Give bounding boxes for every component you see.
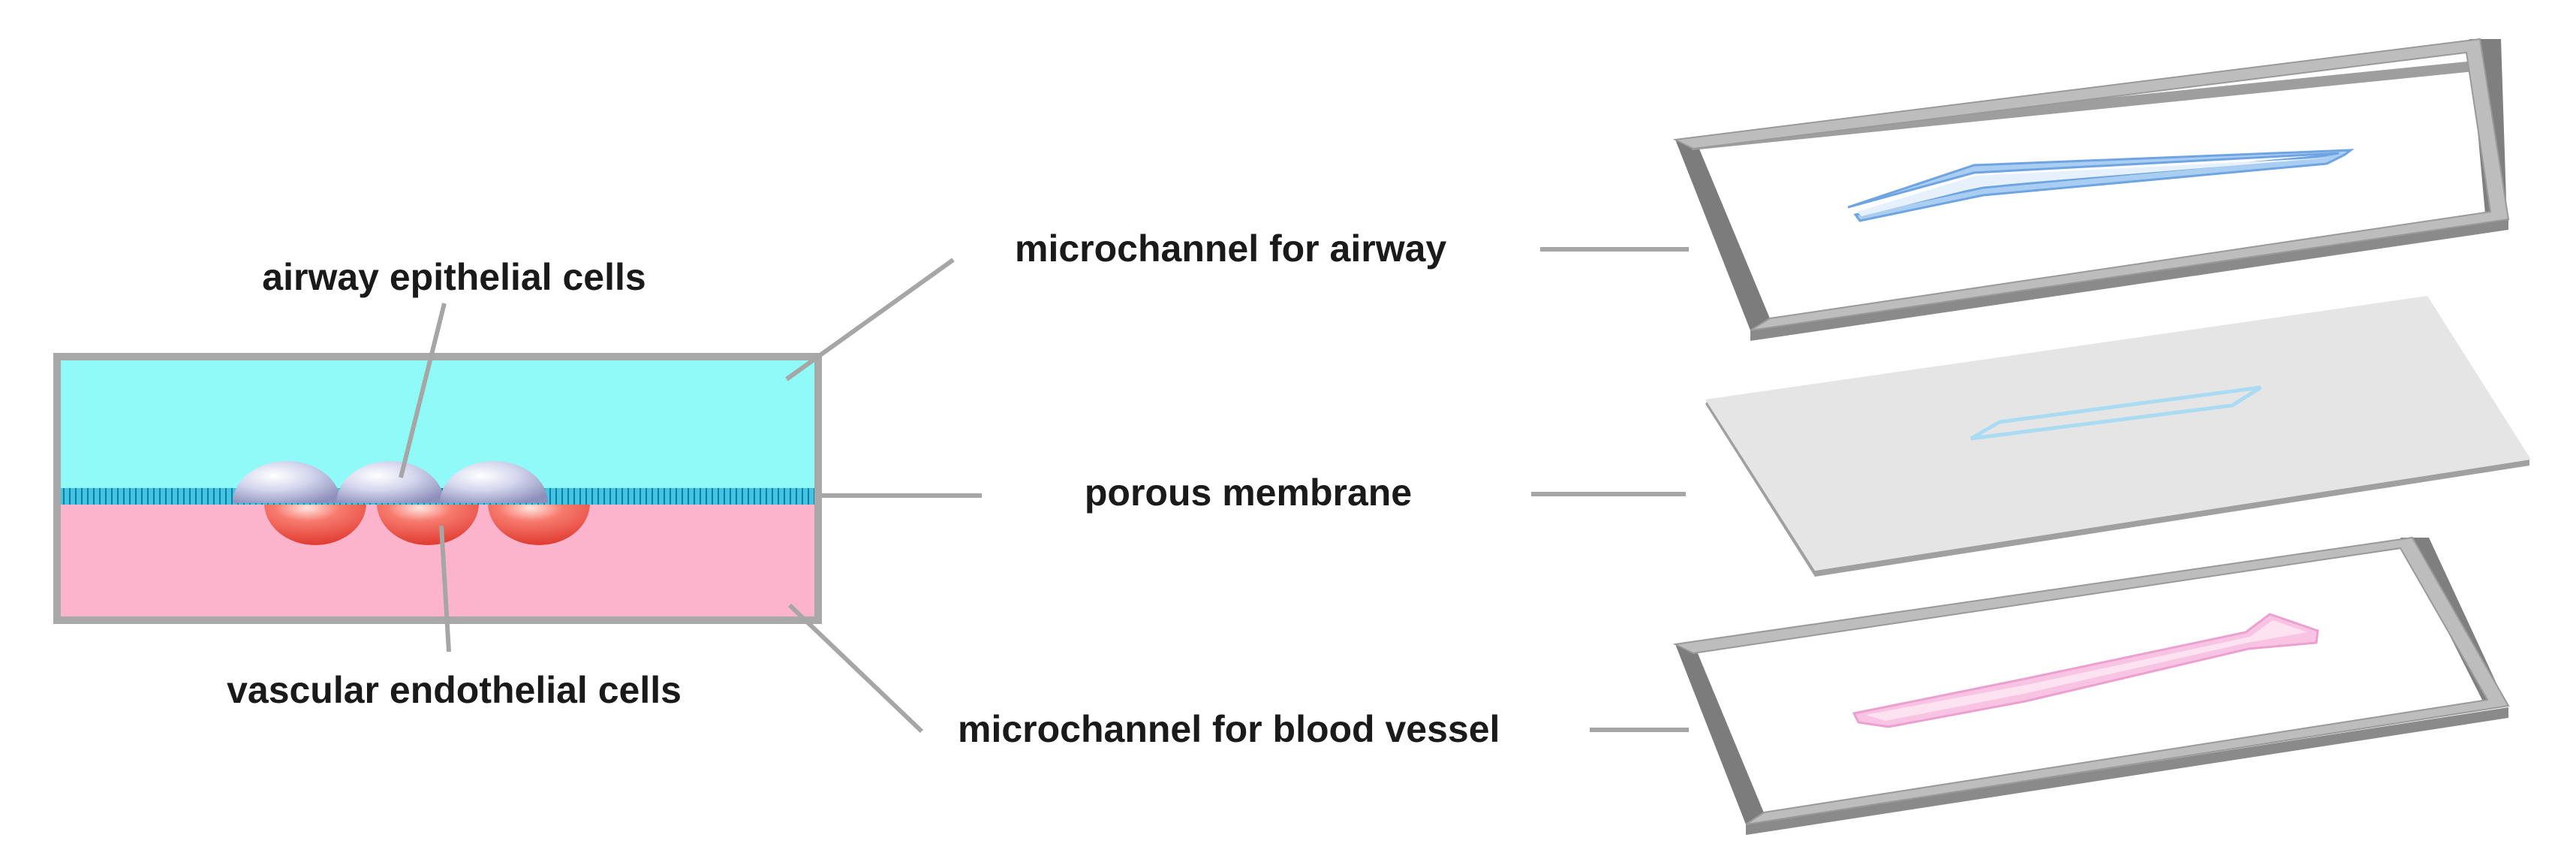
tray-wall-bottom [1746,707,2508,835]
airway-channel [57,357,818,496]
epithelial-cell [233,461,341,503]
endothelial-leader-line [439,525,451,653]
tray-wall-left [1675,138,1770,330]
membrane-channel-outline [1970,385,2262,441]
membrane-edge [1705,399,2529,577]
airway-microchannel [1847,149,2355,222]
endothelial-cell [488,503,590,545]
endothelial-cells [264,503,590,545]
airway-layer [1672,38,2510,341]
membrane-layer [1705,296,2531,577]
tray-frame-top [1672,38,2510,331]
tray-base [1692,59,2496,150]
vascular-endothelial-cells-label: vascular endothelial cells [227,669,682,711]
blood-leader-line [787,603,924,734]
cross-section-frame [53,353,822,624]
endothelial-cell [264,503,366,545]
epithelial-leader-line [399,303,447,478]
microchannel-for-airway-label: microchannel for airway [1015,228,1446,270]
airway-leader-line [785,258,955,381]
blood-layer [1672,536,2510,835]
tray-wall-left [1675,643,1767,824]
epithelial-cell [440,461,548,503]
endothelial-cell [377,503,479,545]
porous-membrane-label: porous membrane [1085,472,1412,514]
epithelial-cell [336,461,444,503]
airway-epithelial-cells-label: airway epithelial cells [262,256,646,298]
epithelial-cells [233,461,548,503]
tray-frame-top [1672,536,2510,825]
membrane-sheet [1705,296,2531,571]
microchannel-for-blood-vessel-label: microchannel for blood vessel [958,708,1500,750]
cross-section: airway epithelial cells vascular endothe… [53,247,1689,734]
tray-wall-bottom [1750,219,2508,341]
airway-microchannel-inner [1857,158,2330,216]
blood-microchannel-inner [1866,620,2307,721]
